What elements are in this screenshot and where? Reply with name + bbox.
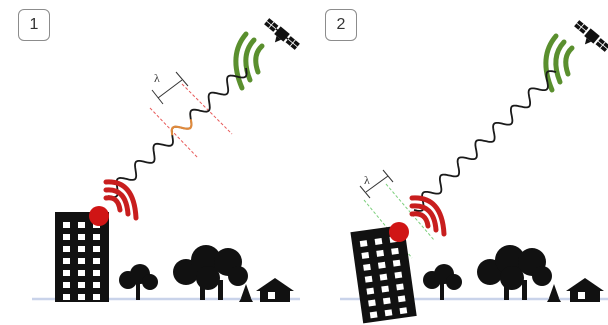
house-icon bbox=[256, 278, 294, 302]
house-icon bbox=[566, 278, 604, 302]
building-window bbox=[63, 294, 70, 300]
building-window bbox=[370, 311, 378, 318]
radar-wave bbox=[108, 68, 247, 197]
building-window bbox=[380, 274, 388, 281]
satellite-icon bbox=[570, 19, 608, 57]
tree-icon bbox=[119, 264, 158, 300]
building-window bbox=[376, 250, 384, 257]
building-window bbox=[63, 270, 70, 276]
tree-icon bbox=[423, 264, 462, 300]
panel-1: 1 bbox=[0, 0, 304, 325]
building-window bbox=[375, 238, 383, 245]
radar-wave bbox=[414, 71, 556, 211]
building-window bbox=[398, 295, 406, 302]
building-window bbox=[63, 222, 70, 228]
building-window bbox=[78, 222, 85, 228]
radar-antenna-dot bbox=[389, 222, 409, 242]
building-window bbox=[63, 258, 70, 264]
wavelength-label: λ bbox=[154, 71, 160, 85]
building-window bbox=[63, 282, 70, 288]
satellite-signal-arcs bbox=[546, 36, 572, 90]
building-window bbox=[368, 300, 376, 307]
tree-icon bbox=[477, 245, 552, 300]
building-window bbox=[93, 258, 100, 264]
building-window bbox=[361, 252, 369, 259]
building-window bbox=[399, 307, 407, 314]
building-window bbox=[378, 262, 386, 269]
wavelength-label: λ bbox=[364, 173, 370, 187]
panel-1-illustration: λ bbox=[0, 0, 304, 325]
building-window bbox=[93, 270, 100, 276]
radar-signal-arcs bbox=[412, 198, 444, 234]
building-window bbox=[385, 309, 393, 316]
radar-signal-arcs bbox=[106, 182, 136, 218]
building-window bbox=[93, 294, 100, 300]
building-window bbox=[393, 260, 401, 267]
tree-icon bbox=[173, 245, 248, 300]
satellite-icon bbox=[260, 17, 301, 55]
pine-tree-icon bbox=[239, 284, 253, 302]
building-window bbox=[93, 246, 100, 252]
satellite-signal-arcs bbox=[236, 34, 262, 88]
building-window bbox=[363, 264, 371, 271]
building-window bbox=[365, 276, 373, 283]
building-window bbox=[366, 288, 374, 295]
building-window bbox=[63, 246, 70, 252]
building-window bbox=[93, 282, 100, 288]
panel-2-illustration: λ bbox=[304, 0, 608, 325]
building-window bbox=[63, 234, 70, 240]
building-window bbox=[396, 283, 404, 290]
building-window bbox=[93, 234, 100, 240]
tilted-building-icon bbox=[350, 225, 416, 324]
building-window bbox=[78, 282, 85, 288]
building-window bbox=[391, 248, 399, 255]
building-window bbox=[383, 297, 391, 304]
building-window bbox=[78, 234, 85, 240]
pine-tree-icon bbox=[547, 284, 561, 302]
building-window bbox=[78, 258, 85, 264]
building-window bbox=[394, 272, 402, 279]
building-window bbox=[78, 270, 85, 276]
building-window bbox=[381, 286, 389, 293]
radar-wave-highlight bbox=[172, 119, 192, 135]
building-window bbox=[78, 246, 85, 252]
radar-antenna-dot bbox=[89, 206, 109, 226]
building-window bbox=[78, 294, 85, 300]
building-window bbox=[360, 240, 368, 247]
panel-2: 2 λ bbox=[304, 0, 608, 325]
